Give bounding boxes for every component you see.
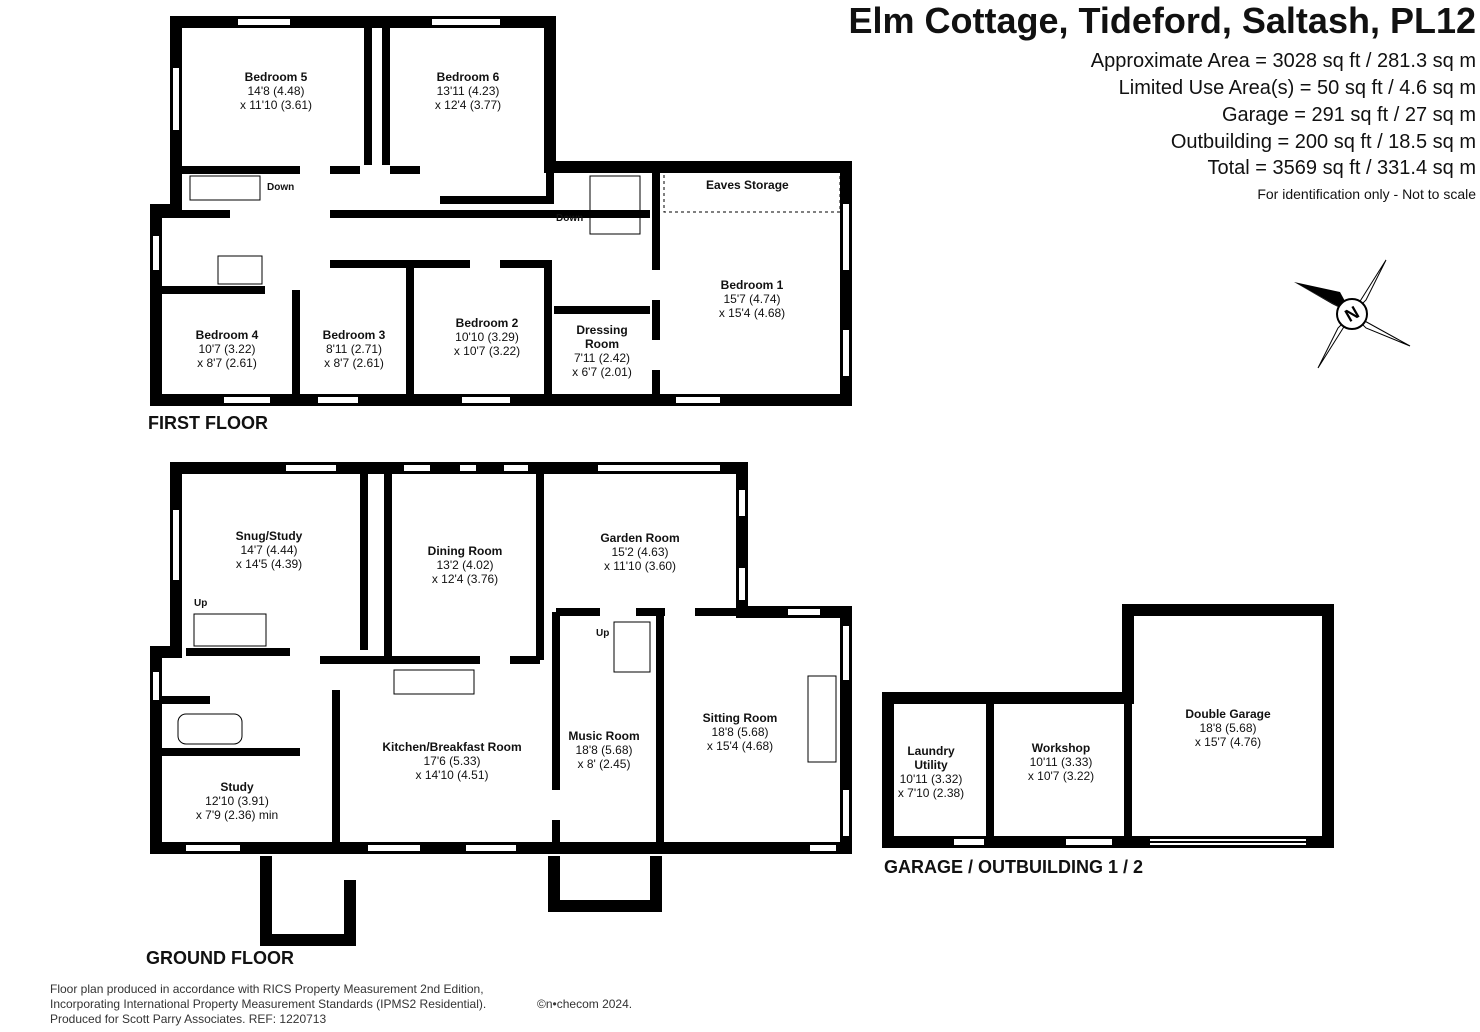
room-dim-imperial: 15'7 (4.74) xyxy=(723,292,781,306)
room-bedroom-1: Bedroom 1 15'7 (4.74) x 15'4 (4.68) xyxy=(719,278,785,320)
footer-disclaimer: Floor plan produced in accordance with R… xyxy=(50,982,486,1027)
room-snug-study: Snug/Study 14'7 (4.44) x 14'5 (4.39) xyxy=(236,529,303,571)
room-dim-imperial: 14'8 (4.48) xyxy=(247,84,305,98)
room-name: Garden Room xyxy=(600,531,680,545)
room-name: Sitting Room xyxy=(702,711,778,725)
room-dim-metric: x 15'4 (4.68) xyxy=(718,306,786,320)
room-workshop: Workshop 10'11 (3.33) x 10'7 (3.22) xyxy=(1028,741,1094,783)
room-dim-imperial: 18'8 (5.68) xyxy=(575,743,633,757)
room-dim-metric: x 8'7 (2.61) xyxy=(324,356,384,370)
room-name: Kitchen/Breakfast Room xyxy=(382,740,522,754)
room-dim-metric: x 14'10 (4.51) xyxy=(415,768,489,782)
room-name: Dressing Room xyxy=(576,323,628,351)
room-name: Bedroom 5 xyxy=(244,70,308,84)
room-dim-metric: x 15'4 (4.68) xyxy=(706,739,774,753)
eaves-storage-label: Eaves Storage xyxy=(706,178,789,192)
footer-line: Floor plan produced in accordance with R… xyxy=(50,982,484,996)
room-bedroom-4: Bedroom 4 10'7 (3.22) x 8'7 (2.61) xyxy=(196,328,259,370)
room-bedroom-6: Bedroom 6 13'11 (4.23) x 12'4 (3.77) xyxy=(435,70,501,112)
room-name: Dining Room xyxy=(427,544,503,558)
room-name: Bedroom 2 xyxy=(455,316,519,330)
room-name: Bedroom 3 xyxy=(322,328,386,342)
room-dim-imperial: 10'7 (3.22) xyxy=(198,342,256,356)
room-bedroom-3: Bedroom 3 8'11 (2.71) x 8'7 (2.61) xyxy=(323,328,386,370)
room-bedroom-2: Bedroom 2 10'10 (3.29) x 10'7 (3.22) xyxy=(454,316,520,358)
room-name: Bedroom 4 xyxy=(195,328,259,342)
stairs-up-label: Up xyxy=(596,628,610,639)
room-dim-imperial: 10'11 (3.32) xyxy=(899,772,963,786)
stairs-up-label: Up xyxy=(194,598,208,609)
room-dim-imperial: 8'11 (2.71) xyxy=(325,342,383,356)
room-study: Study 12'10 (3.91) x 7'9 (2.36) min xyxy=(196,780,278,822)
room-dim-imperial: 13'11 (4.23) xyxy=(436,84,500,98)
room-dim-imperial: 18'8 (5.68) xyxy=(711,725,769,739)
page-title: Elm Cottage, Tideford, Saltash, PL12 xyxy=(848,0,1476,41)
room-dim-metric: x 12'4 (3.76) xyxy=(431,572,499,586)
room-name: Study xyxy=(220,780,254,794)
room-dim-imperial: 10'10 (3.29) xyxy=(455,330,519,344)
room-name: Snug/Study xyxy=(235,529,303,543)
room-dim-metric: x 10'7 (3.22) xyxy=(453,344,521,358)
footer-line: Incorporating International Property Mea… xyxy=(50,997,487,1011)
room-name: Laundry Utility xyxy=(907,744,955,772)
room-dim-metric: x 12'4 (3.77) xyxy=(434,98,502,112)
first-floor-label: FIRST FLOOR xyxy=(148,413,268,433)
room-name: Bedroom 6 xyxy=(436,70,500,84)
wall xyxy=(440,150,554,204)
room-dim-metric: x 8' (2.45) xyxy=(577,757,631,771)
room-dim-metric: x 11'10 (3.60) xyxy=(603,559,677,573)
room-dim-imperial: 12'10 (3.91) xyxy=(205,794,269,808)
porch-right-wall xyxy=(548,856,662,912)
room-name: Bedroom 1 xyxy=(720,278,784,292)
wall xyxy=(500,260,552,400)
room-dim-imperial: 7'11 (2.42) xyxy=(573,351,631,365)
footer-line: Produced for Scott Parry Associates. REF… xyxy=(50,1012,327,1026)
room-garden-room: Garden Room 15'2 (4.63) x 11'10 (3.60) xyxy=(600,531,679,573)
room-dim-imperial: 10'11 (3.33) xyxy=(1029,755,1093,769)
porch-left-wall xyxy=(260,856,356,946)
copyright-credit: ©n•checom 2024. xyxy=(537,997,633,1011)
room-dim-metric: x 10'7 (3.22) xyxy=(1027,769,1095,783)
room-dim-imperial: 14'7 (4.44) xyxy=(240,543,298,557)
room-dim-metric: x 11'10 (3.61) xyxy=(239,98,313,112)
stairs-down-label: Down xyxy=(556,213,584,224)
room-dressing-room: Dressing Room 7'11 (2.42) x 6'7 (2.01) xyxy=(567,323,637,379)
identification-note: For identification only - Not to scale xyxy=(1257,186,1476,202)
room-dim-metric: x 7'9 (2.36) min xyxy=(195,808,279,822)
room-name: Double Garage xyxy=(1185,707,1271,721)
stairs-down-label: Down xyxy=(267,182,295,193)
room-name: Music Room xyxy=(568,729,640,743)
room-dim-metric: x 15'7 (4.76) xyxy=(1194,735,1262,749)
room-dim-metric: x 7'10 (2.38) xyxy=(897,786,965,800)
area-outbuilding: Outbuilding = 200 sq ft / 18.5 sq m xyxy=(1170,131,1476,153)
room-double-garage: Double Garage 18'8 (5.68) x 15'7 (4.76) xyxy=(1185,707,1270,749)
room-sitting-room: Sitting Room 18'8 (5.68) x 15'4 (4.68) xyxy=(703,711,778,753)
room-dim-imperial: 15'2 (4.63) xyxy=(611,545,669,559)
ground-floor-label: GROUND FLOOR xyxy=(146,948,294,968)
outbuilding-label: GARAGE / OUTBUILDING 1 / 2 xyxy=(884,857,1144,877)
room-dim-imperial: 17'6 (5.33) xyxy=(423,754,481,768)
area-garage: Garage = 291 sq ft / 27 sq m xyxy=(1221,104,1476,126)
room-dim-imperial: 18'8 (5.68) xyxy=(1199,721,1257,735)
area-total: Total = 3569 sq ft / 331.4 sq m xyxy=(1207,157,1477,179)
room-dim-metric: x 8'7 (2.61) xyxy=(197,356,257,370)
compass-north-icon: N xyxy=(1292,254,1412,374)
room-name: Workshop xyxy=(1031,741,1091,755)
area-approximate: Approximate Area = 3028 sq ft / 281.3 sq… xyxy=(1090,50,1476,72)
room-laundry-utility: Laundry Utility 10'11 (3.32) x 7'10 (2.3… xyxy=(896,744,966,800)
room-kitchen-breakfast: Kitchen/Breakfast Room 17'6 (5.33) x 14'… xyxy=(382,740,521,782)
room-music-room: Music Room 18'8 (5.68) x 8' (2.45) xyxy=(568,729,639,771)
room-dim-metric: x 6'7 (2.01) xyxy=(572,365,632,379)
area-limited-use: Limited Use Area(s) = 50 sq ft / 4.6 sq … xyxy=(1118,77,1476,99)
room-dining-room: Dining Room 13'2 (4.02) x 12'4 (3.76) xyxy=(428,544,503,586)
room-dim-imperial: 13'2 (4.02) xyxy=(436,558,494,572)
room-dim-metric: x 14'5 (4.39) xyxy=(235,557,303,571)
room-bedroom-5: Bedroom 5 14'8 (4.48) x 11'10 (3.61) xyxy=(240,70,312,112)
